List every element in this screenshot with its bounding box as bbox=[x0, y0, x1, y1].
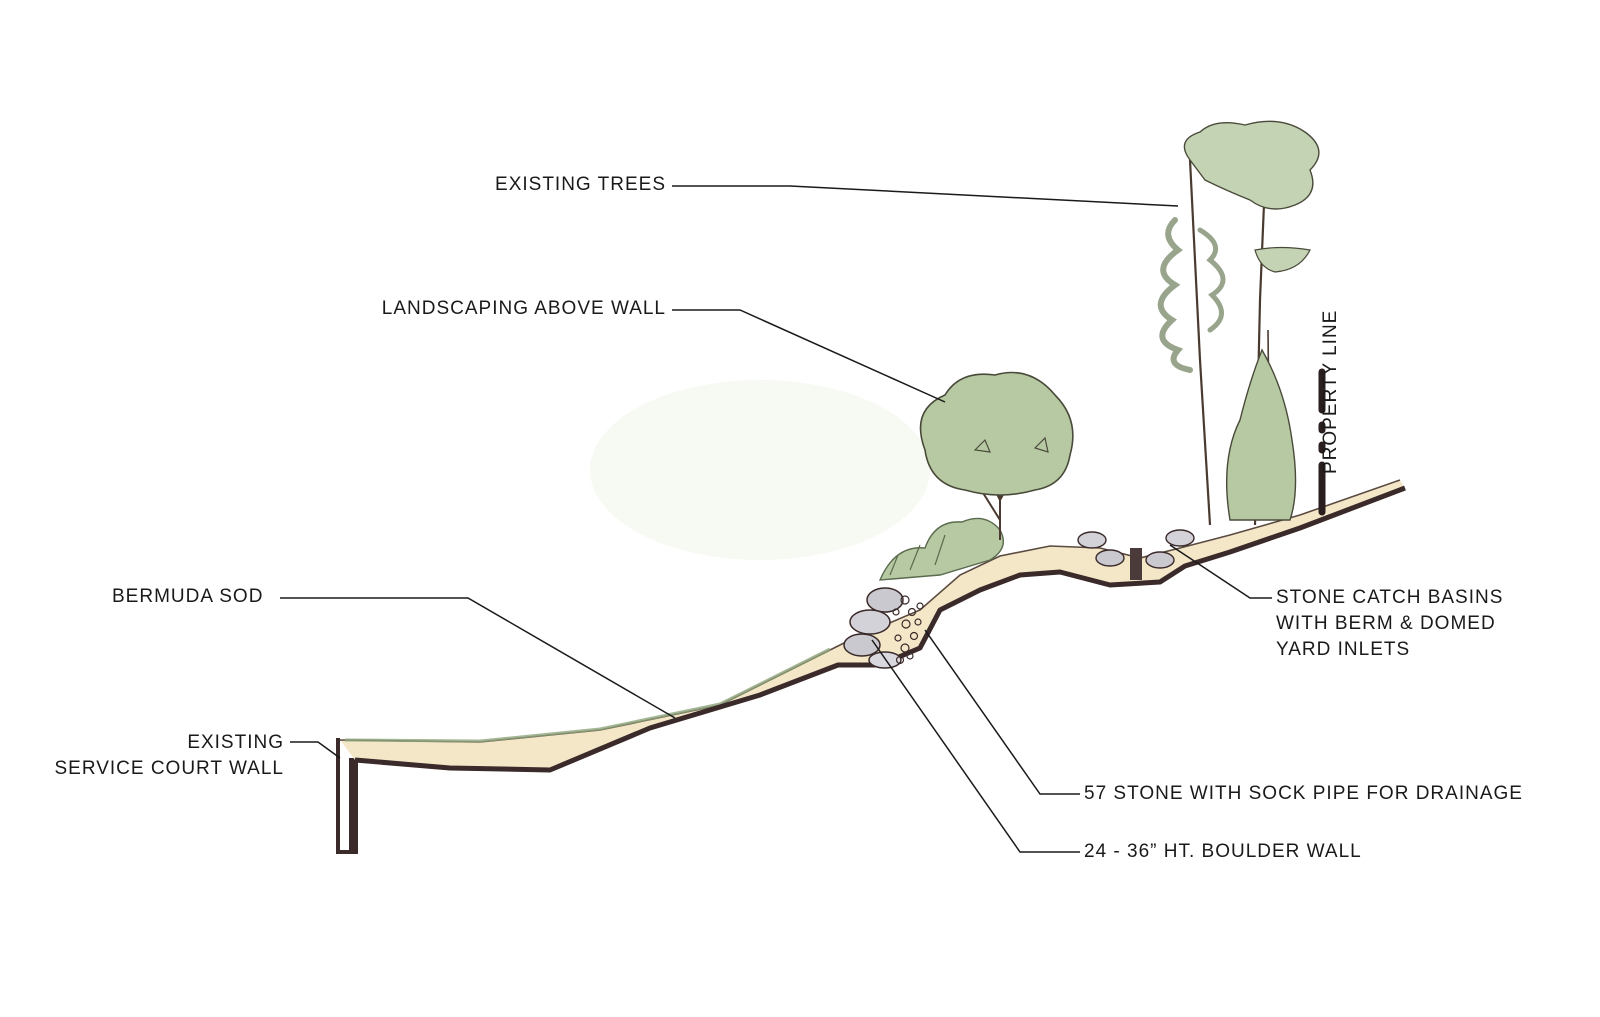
label-catch-basins-line1: STONE CATCH BASINS bbox=[1276, 587, 1504, 608]
label-catch-basins-line3: YARD INLETS bbox=[1276, 639, 1411, 660]
label-57-stone-drainage: 57 STONE WITH SOCK PIPE FOR DRAINAGE bbox=[1084, 783, 1523, 804]
leader-catch-basins bbox=[1169, 544, 1272, 599]
leader-stone-drainage bbox=[924, 629, 1080, 795]
watercolor-wash bbox=[590, 380, 930, 560]
label-property-line: PROPERTY LINE bbox=[1320, 309, 1341, 474]
drainage-stone bbox=[892, 595, 924, 665]
ground-bottom-line bbox=[354, 485, 1406, 773]
landscaping-tree bbox=[919, 371, 1074, 540]
label-bermuda-sod: BERMUDA SOD bbox=[112, 586, 264, 607]
bermuda-sod-fringe bbox=[344, 647, 831, 743]
label-service-wall-line2: SERVICE COURT WALL bbox=[54, 758, 284, 779]
label-service-wall-line1: EXISTING bbox=[187, 732, 284, 753]
leader-boulder-wall bbox=[871, 639, 1080, 853]
label-boulder-wall: 24 - 36” HT. BOULDER WALL bbox=[1084, 841, 1362, 862]
shrub-group bbox=[878, 517, 1004, 581]
label-catch-basins-line2: WITH BERM & DOMED bbox=[1276, 613, 1496, 634]
leader-bermuda-sod bbox=[280, 597, 676, 719]
label-existing-service-court-wall: EXISTING SERVICE COURT WALL bbox=[40, 730, 284, 782]
label-stone-catch-basins: STONE CATCH BASINS WITH BERM & DOMED YAR… bbox=[1276, 585, 1503, 663]
existing-trees bbox=[1157, 120, 1320, 526]
leader-landscaping bbox=[672, 309, 946, 403]
leader-lines bbox=[280, 185, 1272, 853]
leader-existing-trees bbox=[672, 185, 1179, 207]
label-existing-trees: EXISTING TREES bbox=[495, 174, 666, 195]
service-court-wall bbox=[336, 738, 358, 854]
label-landscaping-above-wall: LANDSCAPING ABOVE WALL bbox=[381, 298, 666, 319]
boulder-wall bbox=[843, 587, 904, 669]
leader-service-wall bbox=[290, 741, 341, 759]
catch-basin bbox=[1077, 529, 1195, 580]
